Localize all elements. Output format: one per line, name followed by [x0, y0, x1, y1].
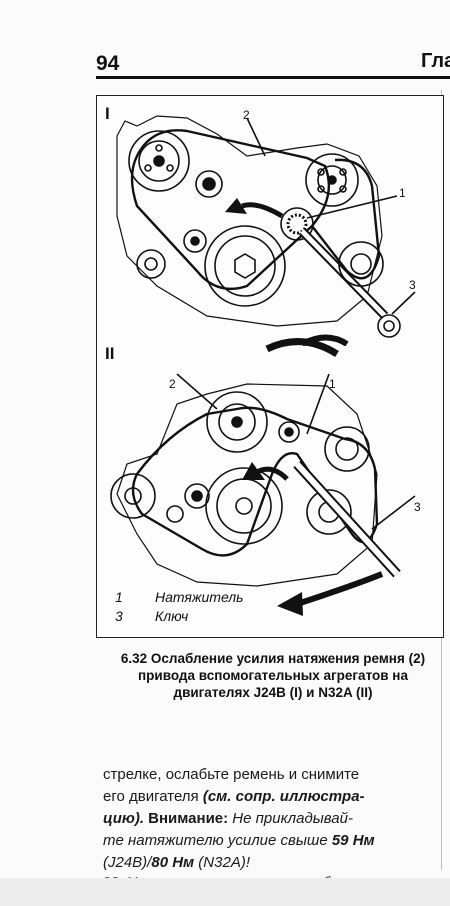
legend-item: 1 Натяжитель [115, 588, 244, 607]
page-number: 94 [96, 52, 120, 75]
belt-drive-diagram-j24b [116, 115, 416, 346]
body-text-segment: его двигателя [103, 788, 203, 805]
figure-frame: I II 2 1 3 2 1 3 [96, 95, 444, 638]
legend-item: 3 Ключ [115, 607, 244, 626]
legend-number: 3 [115, 608, 123, 624]
reference-text: цию). [103, 810, 149, 827]
callout-wrench-panel-ii: 3 [414, 500, 421, 514]
callout-wrench-panel-i: 3 [409, 278, 416, 292]
figure-legend: 1 Натяжитель 3 Ключ [115, 588, 244, 626]
callout-tensioner-panel-i: 1 [399, 186, 406, 200]
warning-text: (N32A)! [194, 854, 250, 871]
legend-number: 1 [115, 589, 123, 605]
warning-text: Не прикладывай- [228, 810, 353, 827]
callout-belt-panel-i: 2 [243, 108, 250, 122]
scan-bottom-band [0, 878, 450, 906]
body-line: (J24B)/80 Нм (N32A)! [103, 852, 439, 874]
callout-tensioner-panel-ii: 1 [329, 377, 336, 391]
body-paragraph: стрелке, ослабьте ремень и снимите его д… [103, 764, 439, 874]
body-line: стрелке, ослабьте ремень и снимите [103, 766, 360, 783]
panel-label-ii: II [105, 344, 115, 363]
chapter-title-fragment: Гла [421, 50, 450, 72]
legend-text: Натяжитель [155, 589, 244, 605]
panel-label-i: I [105, 104, 110, 123]
torque-value: 80 Нм [151, 854, 195, 871]
body-line: его двигателя (см. сопр. иллюстра- [103, 786, 439, 808]
torque-value: 59 Нм [331, 832, 375, 849]
warning-label: Внимание: [148, 810, 229, 827]
legend-text: Ключ [155, 608, 189, 624]
reference-text: (см. сопр. иллюстра- [202, 788, 365, 805]
figure-caption: 6.32 Ослабление усилия натяжения ремня (… [120, 651, 426, 700]
belt-drive-diagram-n32a [110, 338, 416, 616]
body-line: те натяжителю усилие свыше 59 Нм [103, 830, 439, 852]
callout-belt-panel-ii: 2 [169, 377, 176, 391]
body-line: цию). Внимание: Не прикладывай- [103, 808, 439, 830]
header-rule [96, 76, 450, 79]
warning-text: (J24B)/ [103, 854, 152, 871]
warning-text: те натяжителю усилие свыше [103, 832, 332, 849]
